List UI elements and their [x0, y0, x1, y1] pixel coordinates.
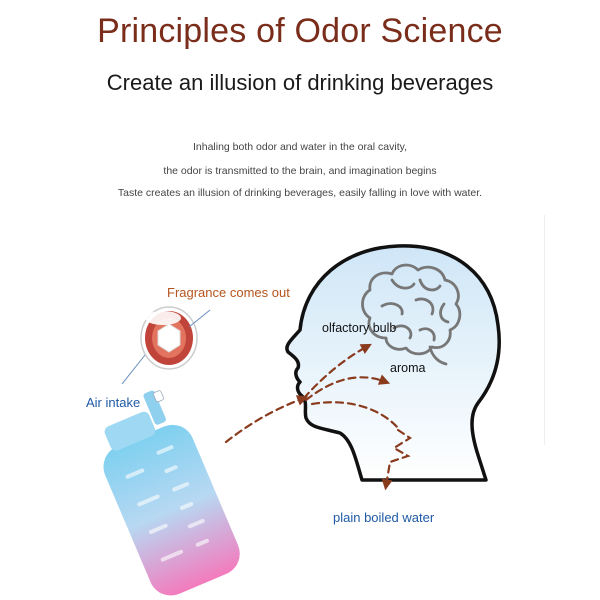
fragrance-pod-icon — [140, 306, 198, 370]
page-subtitle: Create an illusion of drinking beverages — [106, 70, 494, 95]
description-line-3: Taste creates an illusion of drinking be… — [117, 187, 483, 199]
label-fragrance: Fragrance comes out — [167, 285, 290, 300]
leader-lines — [121, 309, 211, 385]
label-olfactory-bulb: olfactory bulb — [322, 321, 397, 335]
water-bottle-icon — [103, 390, 240, 596]
page-title: Principles of Odor Science — [97, 12, 503, 50]
description-line-2: the odor is transmitted to the brain, an… — [163, 165, 437, 177]
flow-arrows — [224, 343, 413, 491]
description-line-1: Inhaling both odor and water in the oral… — [192, 141, 408, 153]
label-aroma: aroma — [390, 361, 426, 375]
brain-icon — [361, 263, 462, 366]
label-air-intake: Air intake — [86, 395, 141, 410]
label-plain-boiled-water: plain boiled water — [333, 510, 435, 525]
head-silhouette — [285, 244, 501, 482]
divider — [544, 215, 545, 445]
